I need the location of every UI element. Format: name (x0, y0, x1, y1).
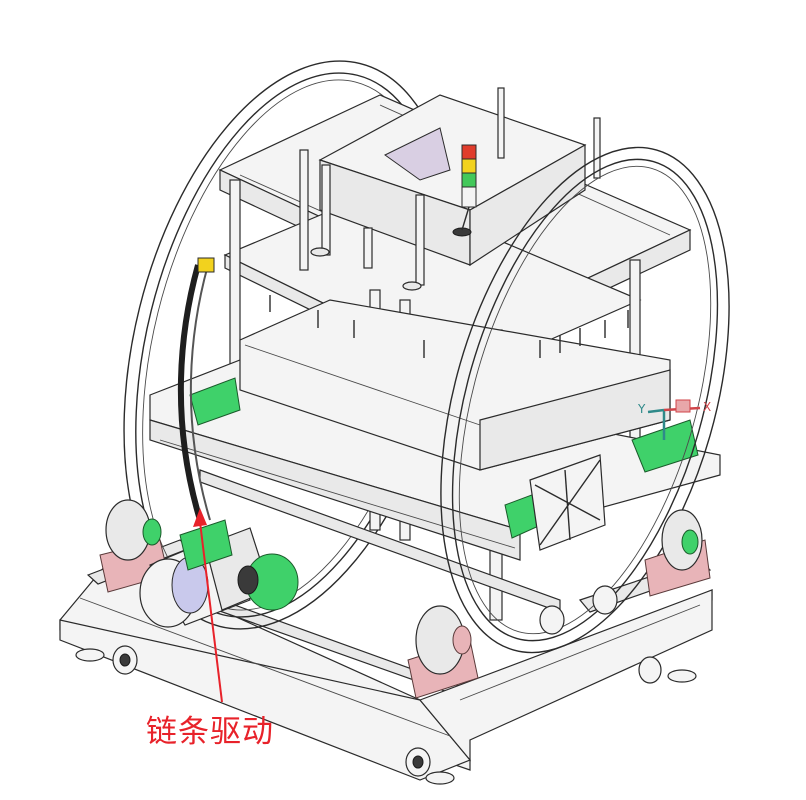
idler-rollers (539, 585, 618, 635)
drive-motor (139, 519, 299, 628)
support-roller-right (644, 509, 711, 597)
signal-tower (452, 144, 477, 237)
support-roller-front (407, 605, 479, 699)
annotation-arrow (193, 508, 223, 703)
drive-chain (177, 257, 215, 521)
pneumatic-cylinders (310, 87, 601, 291)
axis-triad (647, 399, 701, 440)
locating-pins (269, 295, 629, 358)
conveyor-belts (189, 377, 699, 539)
right-ring (440, 146, 730, 654)
truss-bracket (529, 454, 606, 551)
annotation-label: 链条驱动 (146, 714, 274, 750)
axis-x-label: X (703, 400, 712, 414)
axis-y-label: Y (638, 402, 646, 416)
caster-wheels (75, 645, 697, 785)
